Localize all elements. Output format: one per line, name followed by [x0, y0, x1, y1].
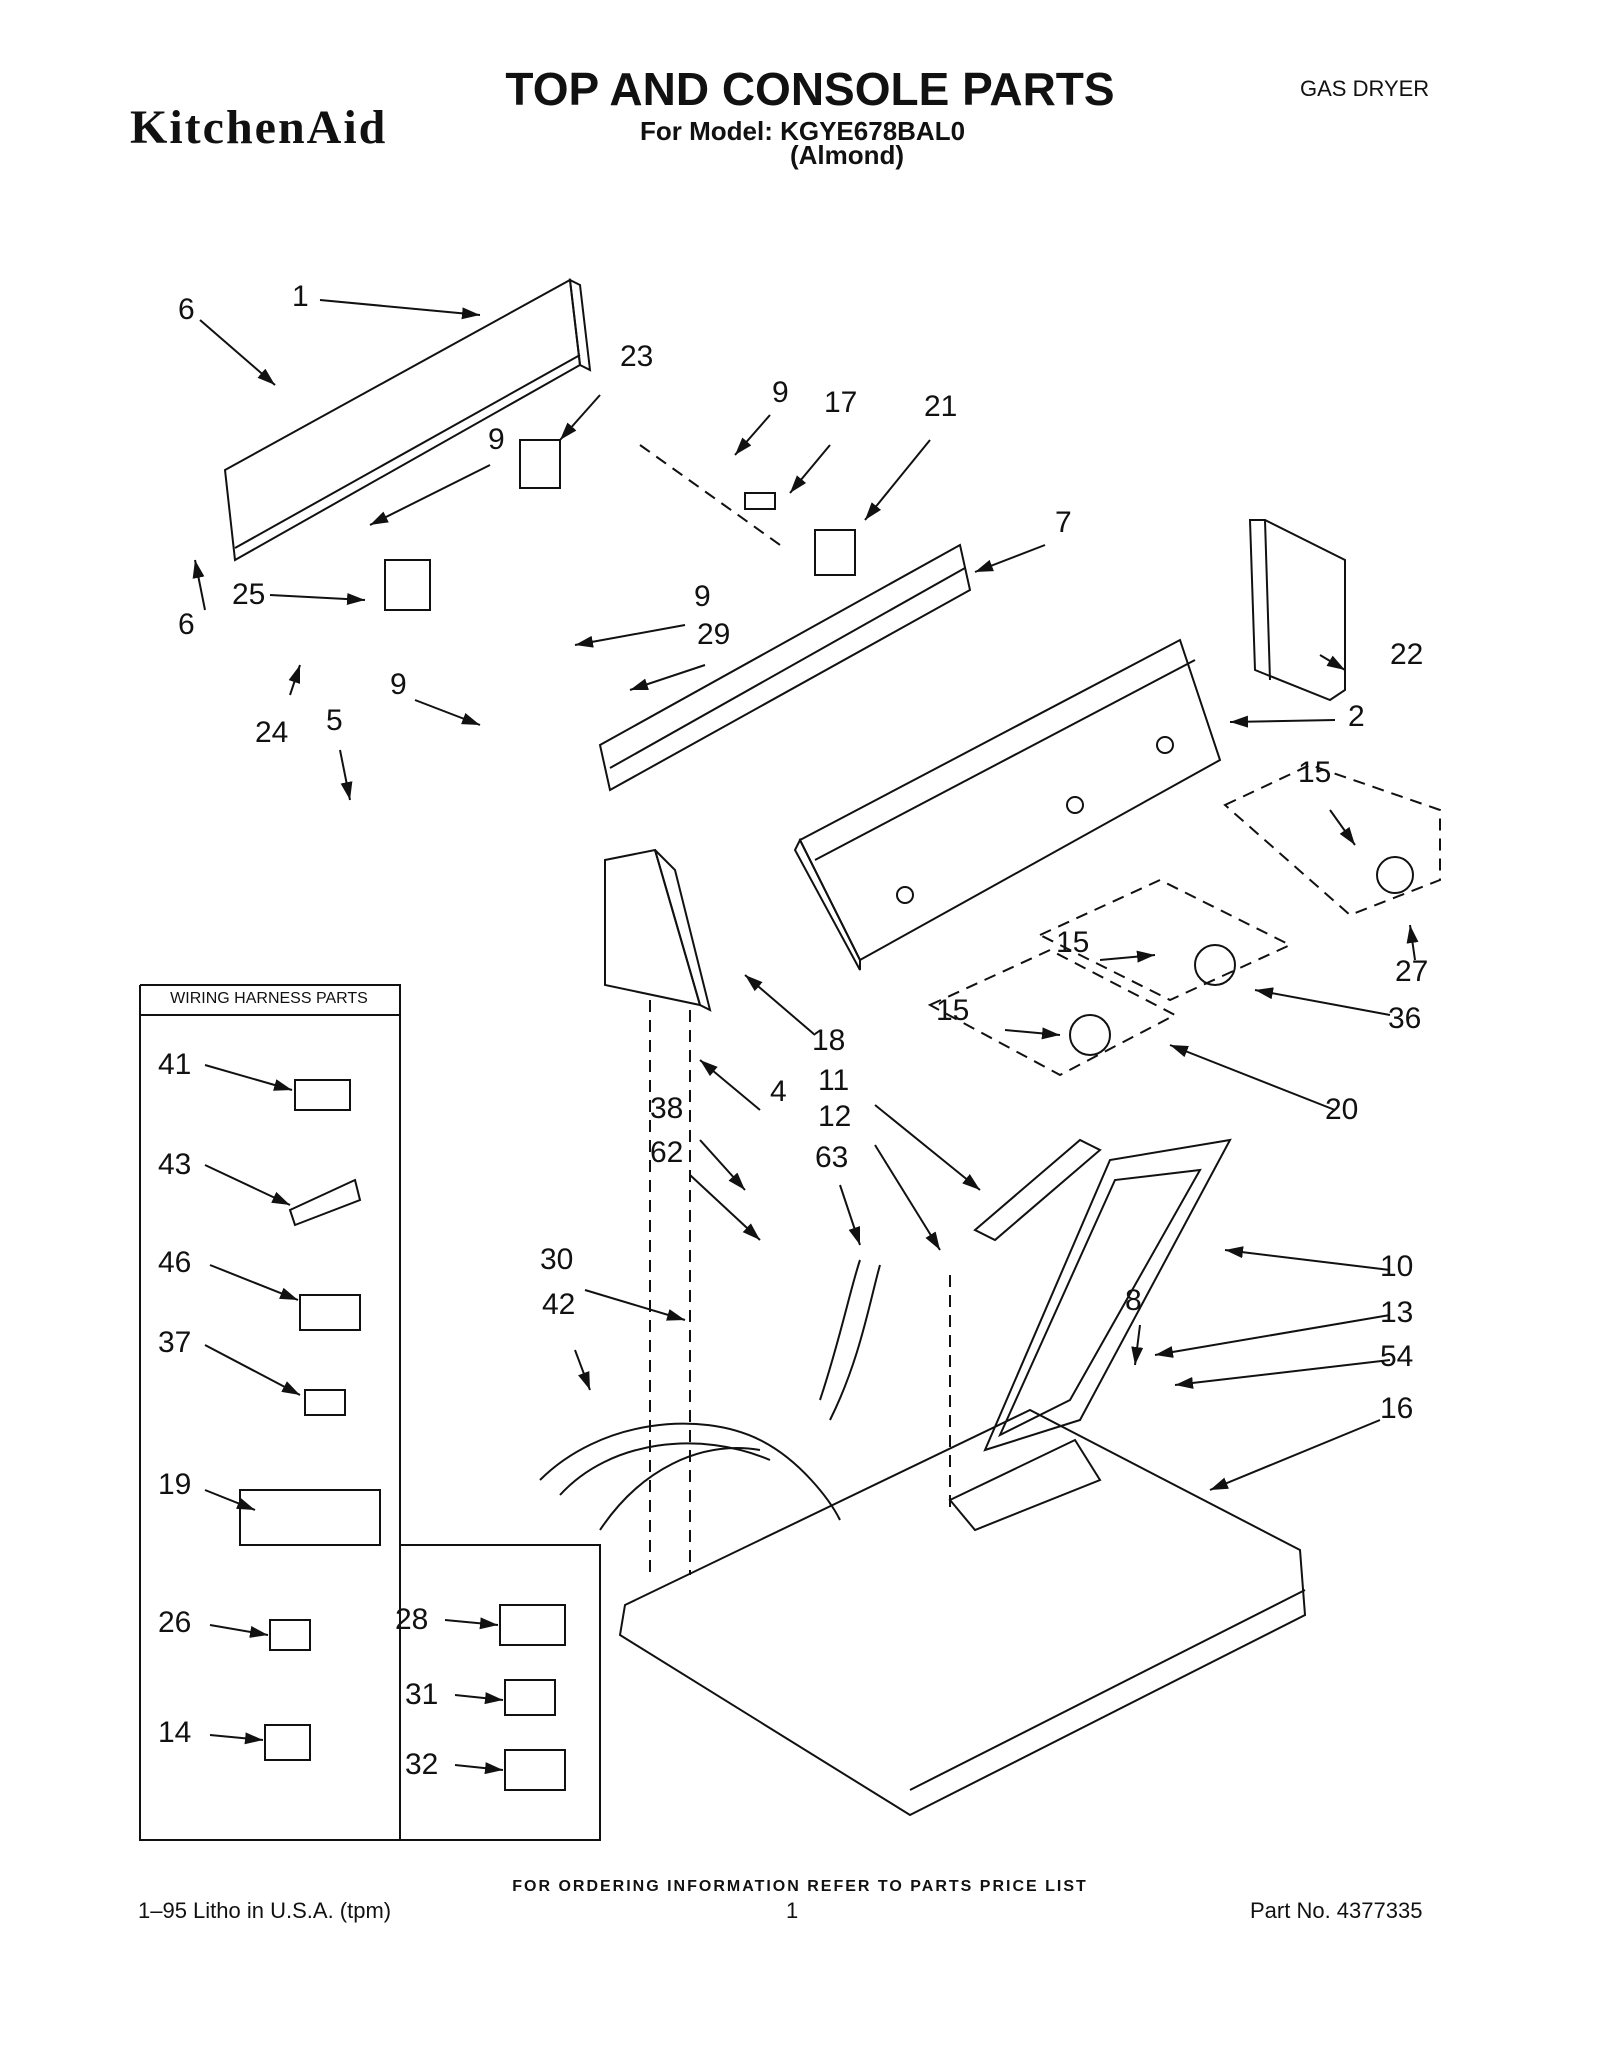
connector-37	[304, 1389, 346, 1416]
callout-11: 11	[818, 1064, 850, 1097]
model-number: For Model: KGYE678BAL0	[640, 116, 966, 146]
rear-panel-part	[223, 278, 592, 562]
appliance-type: GAS DRYER	[1300, 76, 1430, 101]
callout-28: 28	[395, 1603, 429, 1636]
callout-6a: 6	[178, 293, 195, 326]
callout-54: 54	[1380, 1340, 1414, 1373]
end-cap-part	[1248, 519, 1346, 702]
wiring-harness-part	[539, 1259, 881, 1531]
switch-part-21	[814, 529, 856, 576]
callout-17: 17	[824, 386, 858, 419]
callout-23: 23	[620, 340, 654, 373]
connector-28	[499, 1604, 566, 1646]
callout-9d: 9	[390, 668, 407, 701]
callout-1: 1	[292, 280, 309, 313]
harness-parts-box	[139, 984, 601, 1841]
callout-30: 30	[540, 1243, 574, 1276]
callout-27: 27	[1395, 955, 1429, 988]
timer-part-25	[384, 559, 431, 611]
callout-37: 37	[158, 1326, 192, 1359]
callout-13: 13	[1380, 1296, 1414, 1329]
callout-4: 4	[770, 1075, 787, 1108]
callout-42: 42	[542, 1288, 576, 1321]
part-17	[744, 492, 776, 510]
connector-46	[299, 1294, 361, 1331]
harness-box-title: WIRING HARNESS PARTS	[170, 990, 368, 1007]
callout-15b: 15	[1056, 926, 1090, 959]
console-channel-part	[793, 638, 1222, 971]
callout-24: 24	[255, 716, 289, 749]
lint-screen-part	[973, 1138, 1232, 1452]
brand-logo: KitchenAid	[130, 101, 388, 154]
knob-20	[1069, 1014, 1111, 1056]
callout-12: 12	[818, 1100, 852, 1133]
side-panel-part	[604, 848, 712, 1012]
callout-63: 63	[815, 1141, 849, 1174]
switch-part-23	[519, 439, 561, 489]
callout-26: 26	[158, 1606, 192, 1639]
page-title: TOP AND CONSOLE PARTS	[505, 63, 1115, 115]
connector-19	[239, 1489, 381, 1546]
callout-38: 38	[650, 1092, 684, 1125]
callout-20: 20	[1325, 1093, 1359, 1126]
callout-36: 36	[1388, 1002, 1422, 1035]
callout-18: 18	[812, 1024, 846, 1057]
callout-16: 16	[1380, 1392, 1414, 1425]
knob-27	[1376, 856, 1414, 894]
callout-6b: 6	[178, 608, 195, 641]
callout-8: 8	[1125, 1284, 1142, 1317]
callout-41: 41	[158, 1048, 192, 1081]
callout-15c: 15	[936, 994, 970, 1027]
knob-36	[1194, 944, 1236, 986]
terminal-43	[288, 1178, 362, 1227]
part-number: Part No. 4377335	[1250, 1898, 1423, 1923]
callout-31: 31	[405, 1678, 439, 1711]
dryer-top-part	[618, 1408, 1307, 1817]
connector-26	[269, 1619, 311, 1651]
callout-10: 10	[1380, 1250, 1414, 1283]
connector-41	[294, 1079, 351, 1111]
connector-32	[504, 1749, 566, 1791]
page-number: 1	[786, 1898, 799, 1923]
callout-7: 7	[1055, 506, 1072, 539]
model-color: (Almond)	[790, 140, 905, 170]
callout-32: 32	[405, 1748, 439, 1781]
callout-15a: 15	[1298, 756, 1332, 789]
ordering-note: FOR ORDERING INFORMATION REFER TO PARTS …	[512, 1878, 1088, 1895]
callout-46: 46	[158, 1246, 192, 1279]
callout-9b: 9	[772, 376, 789, 409]
callout-2: 2	[1348, 700, 1365, 733]
callout-19: 19	[158, 1468, 192, 1501]
litho-note: 1–95 Litho in U.S.A. (tpm)	[138, 1898, 392, 1923]
callout-62: 62	[650, 1136, 684, 1169]
console-bracket-part	[598, 543, 972, 792]
callout-9c: 9	[694, 580, 711, 613]
callout-22: 22	[1390, 638, 1424, 671]
callout-9a: 9	[488, 423, 505, 456]
callout-25: 25	[232, 578, 266, 611]
callout-21: 21	[924, 390, 958, 423]
callout-43: 43	[158, 1148, 192, 1181]
callout-29: 29	[697, 618, 731, 651]
callout-14: 14	[158, 1716, 192, 1749]
connector-14	[264, 1724, 311, 1761]
connector-31	[504, 1679, 556, 1716]
callout-5: 5	[326, 704, 343, 737]
